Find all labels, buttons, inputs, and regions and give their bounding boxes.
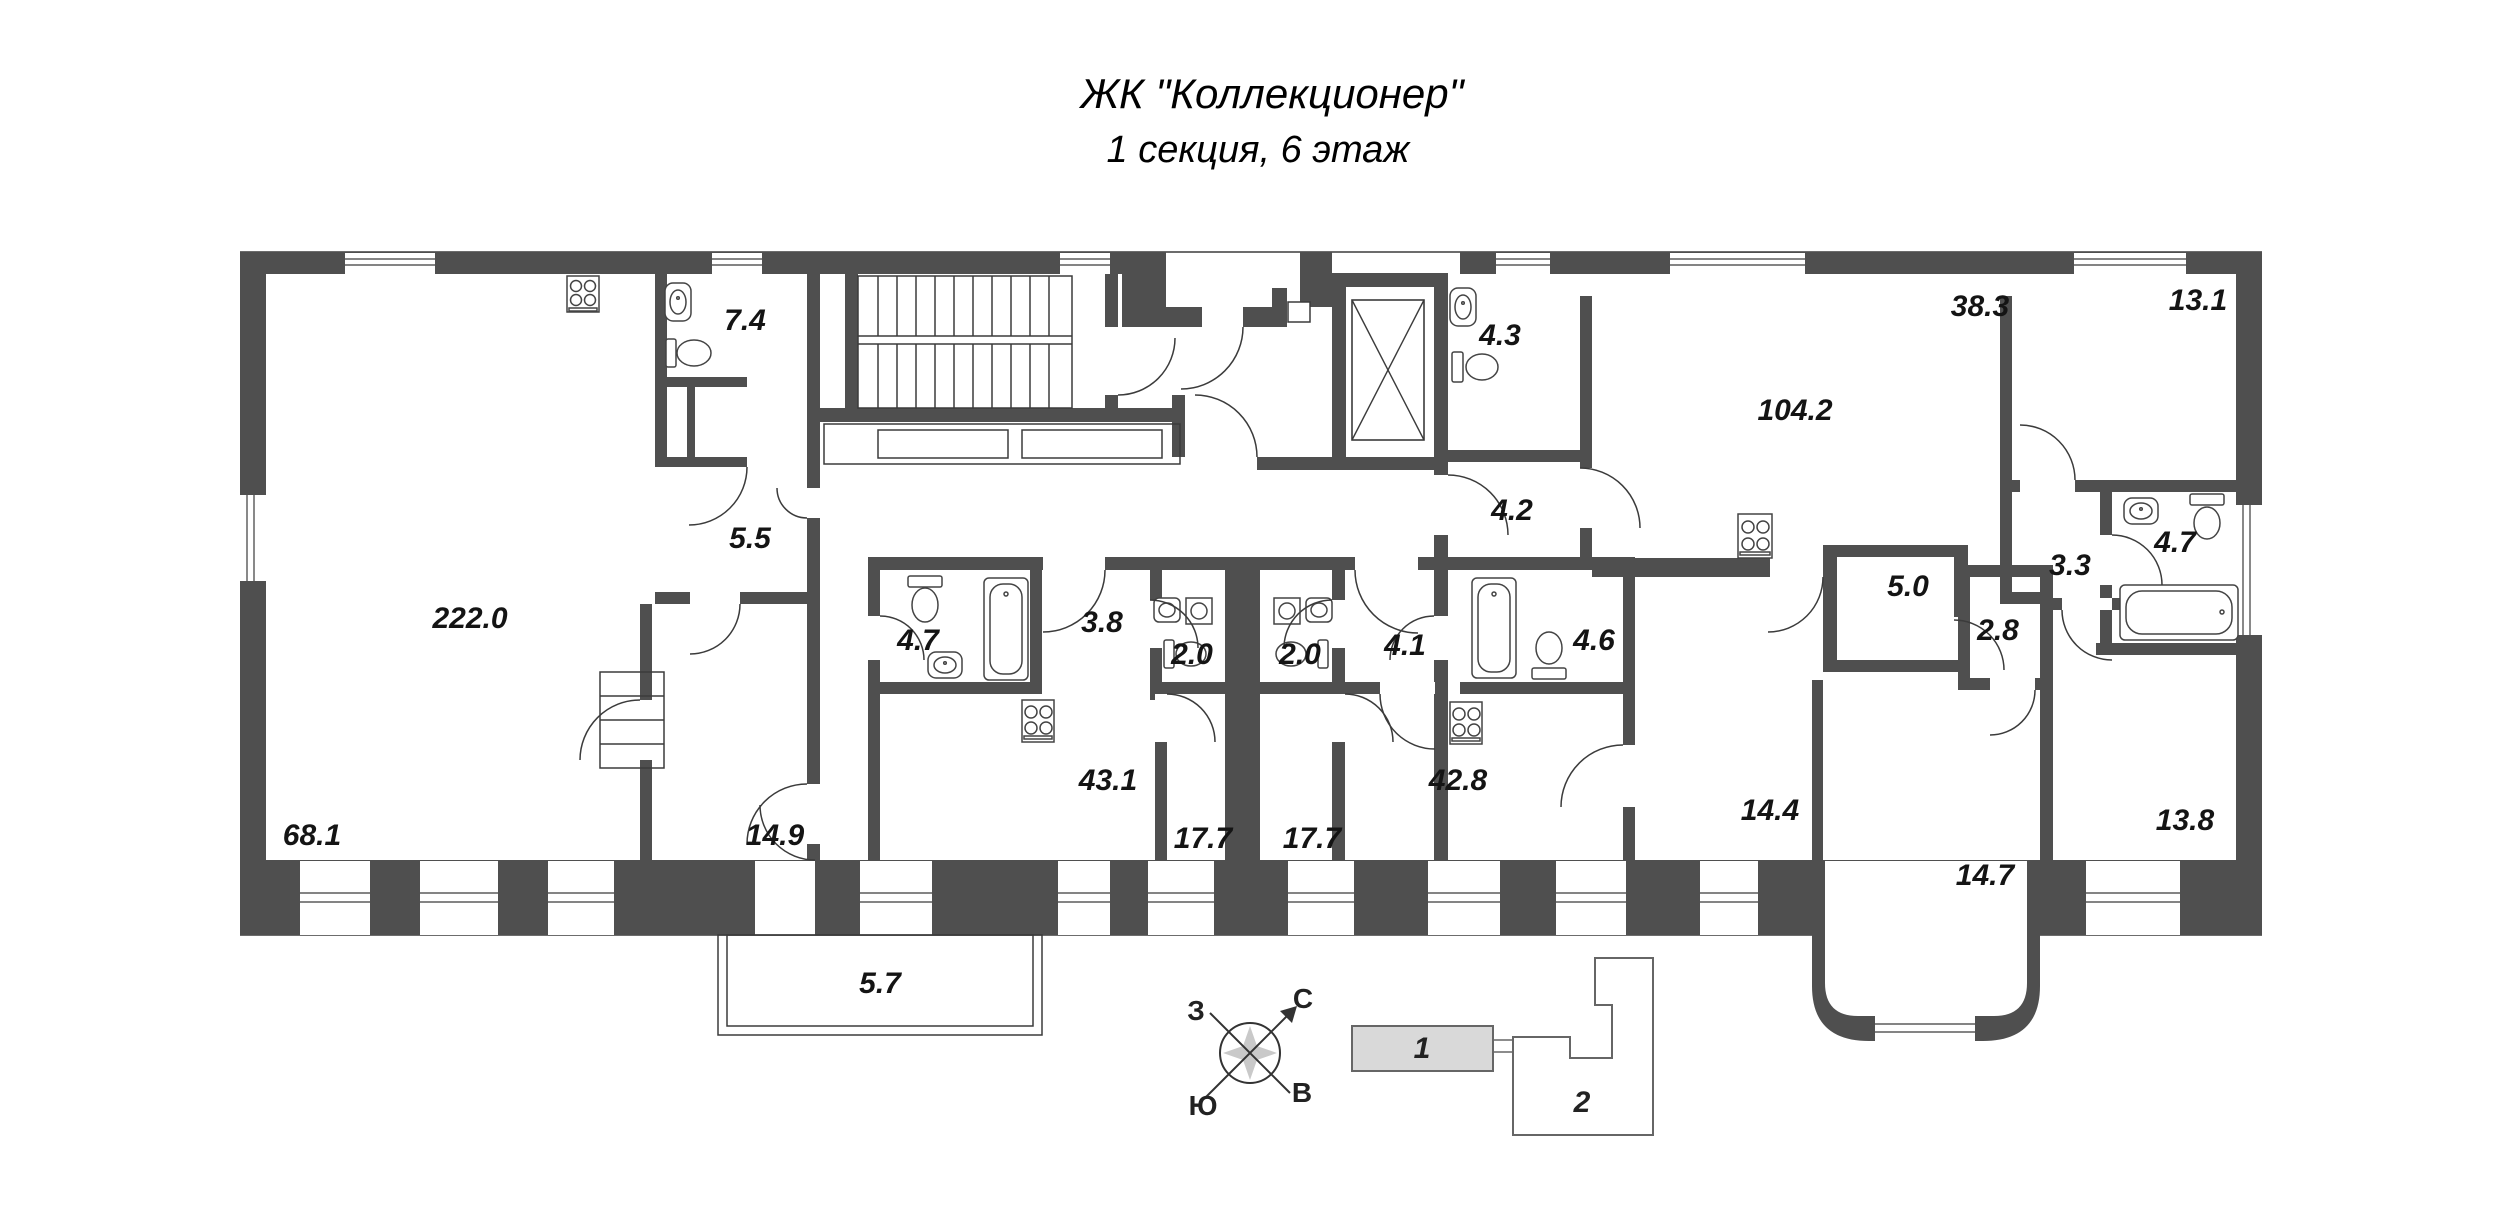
- compass-west-label: З: [1187, 995, 1205, 1026]
- toilet-icon: [907, 575, 943, 623]
- door-openings: [640, 468, 2112, 935]
- stove-icon: [566, 275, 600, 313]
- washing-machine-icon: [1273, 597, 1301, 625]
- bathtub-icon: [1471, 577, 1517, 679]
- area-label-apt1-bedroom: 17.7: [1174, 822, 1234, 855]
- sink-icon: [1305, 597, 1333, 623]
- area-label-apt2-hall: 4.1: [1383, 629, 1426, 662]
- area-label-apt1-wc: 2.0: [1170, 638, 1213, 671]
- sink-icon: [1153, 597, 1181, 623]
- keyplan-section2-label: 2: [1573, 1086, 1591, 1119]
- bathtub-icon: [2119, 584, 2239, 641]
- sink-icon: [1449, 287, 1477, 327]
- area-label-left-unit-room: 14.9: [746, 819, 805, 852]
- area-label-apt1-hall: 3.8: [1081, 606, 1123, 639]
- area-label-apt3-bedroom1: 13.1: [2169, 284, 2227, 317]
- windows: [240, 253, 2262, 1041]
- elevator-icon: [1351, 299, 1425, 441]
- room-area-labels: 222.0 68.1 7.4 5.5 14.9 5.7 4.7 3.8 2.0 …: [283, 284, 2227, 1000]
- keyplan: 1 2: [1351, 957, 1654, 1136]
- area-label-apt3-hall: 4.2: [1490, 494, 1533, 527]
- area-label-left-unit-hall: 5.5: [729, 522, 772, 555]
- plan-subtitle: 1 секция, 6 этаж: [1107, 129, 1412, 171]
- toilet-icon: [1451, 351, 1499, 383]
- area-label-apt3-corridor: 14.4: [1741, 794, 1800, 827]
- area-label-apt3-bathroom-small: 4.3: [1478, 319, 1521, 352]
- area-label-apt2-total: 42.8: [1428, 764, 1488, 797]
- toilet-icon: [2189, 493, 2225, 540]
- area-label-apt2-wc: 2.0: [1278, 638, 1321, 671]
- compass-rose-icon: С З В Ю: [1187, 983, 1313, 1121]
- compass-north-label: С: [1293, 983, 1313, 1014]
- area-label-apt3-total: 104.2: [1757, 394, 1832, 427]
- area-label-apt2-bathroom: 4.6: [1572, 624, 1615, 657]
- keyplan-section1-label: 1: [1414, 1032, 1431, 1065]
- area-label-apt3-bay-room: 14.7: [1956, 859, 2016, 892]
- area-label-left-unit-bathroom: 7.4: [724, 304, 766, 337]
- area-label-apt3-storage: 5.0: [1887, 570, 1929, 603]
- sink-icon: [927, 651, 963, 679]
- area-label-balcony: 5.7: [859, 967, 902, 1000]
- compass-east-label: В: [1292, 1077, 1312, 1108]
- door-arcs: [579, 326, 2163, 861]
- steps-icon: [599, 671, 665, 769]
- keyplan-section2-shape: [1512, 957, 1654, 1136]
- keyplan-section1-shape: [1351, 1025, 1494, 1072]
- area-label-apt3-living: 38.3: [1951, 290, 2010, 323]
- stairs-icon: [823, 275, 1181, 465]
- area-label-apt1-bathroom: 4.7: [896, 624, 940, 657]
- area-label-left-unit-lower: 68.1: [283, 819, 341, 852]
- bathtub-icon: [983, 577, 1029, 681]
- area-label-left-unit-total: 222.0: [431, 602, 507, 635]
- area-label-apt3-bedroom2: 13.8: [2156, 804, 2215, 837]
- stove-icon: [1737, 513, 1773, 559]
- sink-icon: [664, 282, 692, 322]
- toilet-icon: [1531, 631, 1567, 680]
- washing-machine-icon: [1185, 597, 1213, 625]
- stove-icon: [1449, 701, 1483, 745]
- stove-icon: [1021, 699, 1055, 743]
- balcony-outline: [717, 934, 1043, 1036]
- area-label-apt3-bathroom: 4.7: [2153, 526, 2197, 559]
- area-label-apt3-wardrobe: 2.8: [1976, 614, 2019, 647]
- plan-title: ЖК "Коллекционер": [1078, 70, 1465, 117]
- area-label-apt1-total: 43.1: [1078, 764, 1137, 797]
- sink-icon: [2123, 497, 2159, 525]
- area-label-apt2-bedroom: 17.7: [1283, 822, 1343, 855]
- compass-south-label: Ю: [1189, 1090, 1218, 1121]
- fixtures: [566, 275, 2239, 745]
- area-label-apt3-hall2: 3.3: [2049, 549, 2091, 582]
- toilet-icon: [665, 338, 712, 368]
- bay-window-walls: [1812, 860, 2040, 1041]
